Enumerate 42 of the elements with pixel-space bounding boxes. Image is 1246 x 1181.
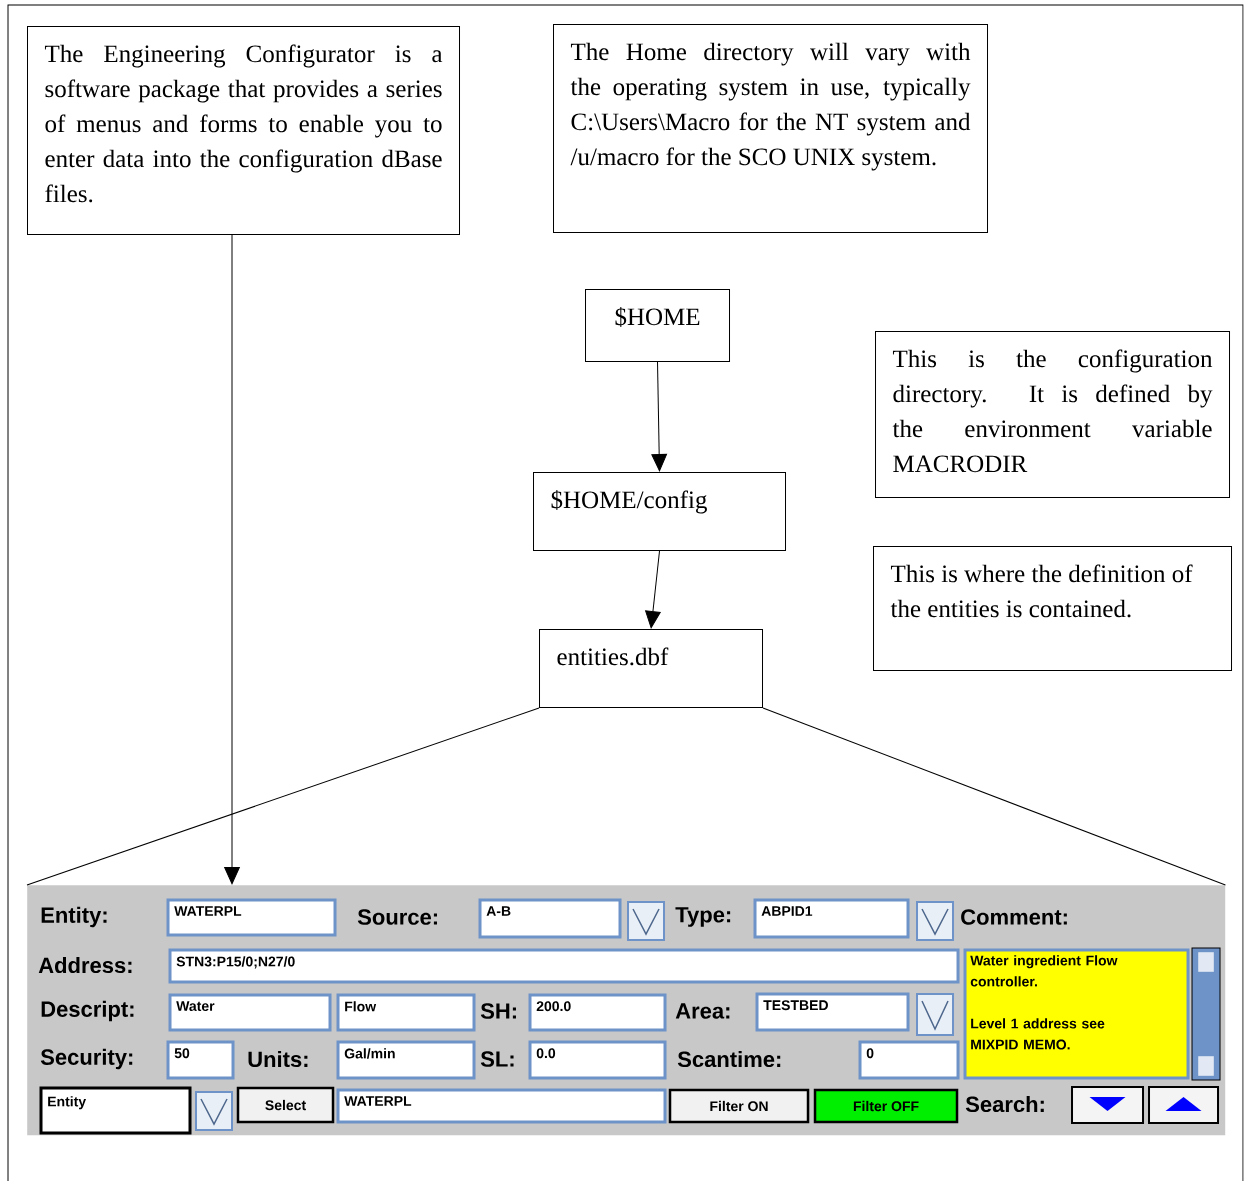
arrow xyxy=(224,234,240,885)
field-label: Descript: xyxy=(41,1000,134,1022)
input-field: 0.0 xyxy=(528,1040,667,1080)
field-label: Security: xyxy=(40,1048,133,1070)
button: Filter OFF xyxy=(813,1088,959,1124)
input-field: WATERPL xyxy=(336,1088,667,1124)
button: Select xyxy=(236,1086,335,1124)
input-field: 200.0 xyxy=(528,993,667,1032)
directory-box: $HOME xyxy=(585,289,730,362)
input-field: Flow xyxy=(336,993,476,1032)
dropdown-field: Entity xyxy=(39,1086,192,1135)
field-label: Type: xyxy=(675,907,731,927)
field-label: SL: xyxy=(480,1051,514,1067)
field-label: Area: xyxy=(675,1003,730,1019)
field-label: Source: xyxy=(357,909,437,925)
note-box: This is the configuration directory. It is defined by the environment variable MACRODIR xyxy=(875,331,1230,498)
note-box: The Home directory will vary with the operating system in use, typically C:\Users\Macro for the NT system and /u/macro for the SCO UNIX system. xyxy=(553,24,988,233)
field-label: Units: xyxy=(248,1050,308,1068)
input-field: WATERPL xyxy=(166,898,337,937)
field-label: Search: xyxy=(965,1095,1044,1113)
button: Filter ON xyxy=(668,1088,810,1124)
field-label: Scantime: xyxy=(677,1050,781,1068)
field-label: Comment: xyxy=(961,909,1067,925)
input-field: ABPID1 xyxy=(753,898,910,939)
comment-text: Water ingredient Flow controller. xyxy=(970,955,1118,987)
field-label: Entity: xyxy=(41,906,107,928)
note-box: This is where the definition of the entities is contained. xyxy=(873,546,1232,671)
input-field: 0 xyxy=(858,1040,960,1080)
input-field: Water xyxy=(168,993,332,1032)
input-field: STN3:P15/0;N27/0 xyxy=(168,948,960,984)
directory-box: $HOME/config xyxy=(533,472,786,551)
input-field: Gal/min xyxy=(336,1040,476,1080)
field-label: Address: xyxy=(38,956,132,974)
file-box: entities.dbf xyxy=(539,629,763,708)
input-field: A-B xyxy=(478,898,622,939)
input-field: TESTBED xyxy=(755,992,910,1032)
arrow xyxy=(651,361,668,472)
input-field: 50 xyxy=(166,1040,235,1080)
field-label: SH: xyxy=(480,1003,516,1019)
comment-text: Level 1 address see MIXPID MEMO. xyxy=(971,1018,1105,1050)
note-box: The Engineering Configurator is a software package that provides a series of menus and forms to enable you to enter data into the configuration dBase files. xyxy=(27,26,460,235)
arrow xyxy=(645,550,661,629)
